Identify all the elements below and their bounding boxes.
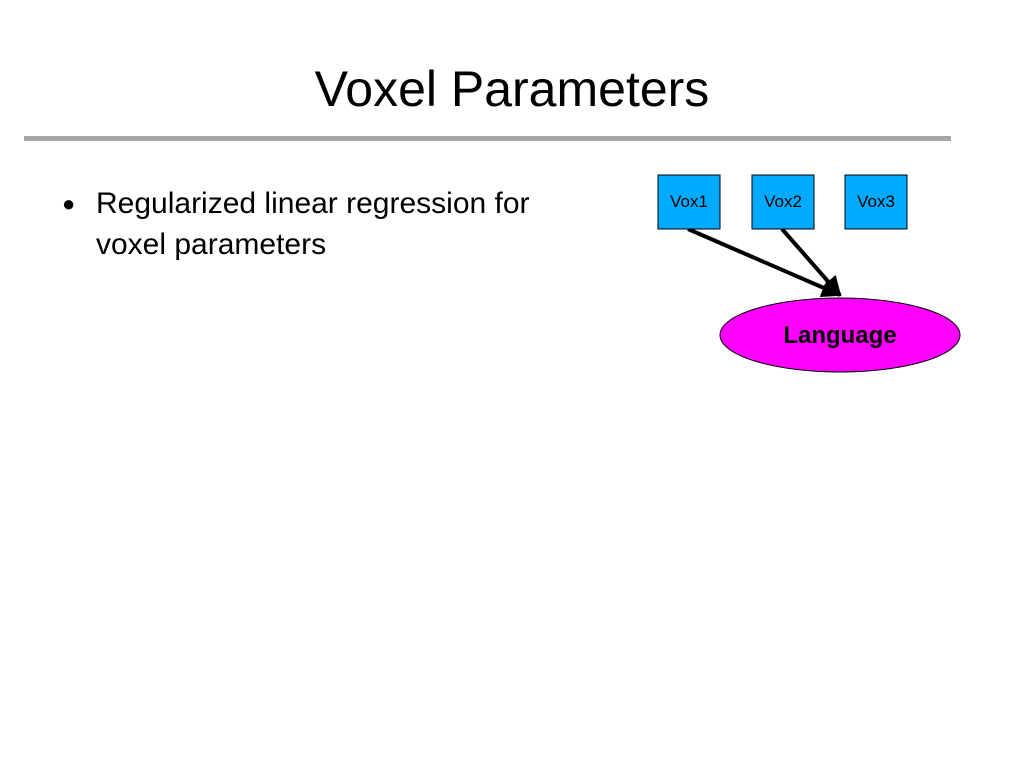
node-vox3-label: Vox3 <box>857 192 895 211</box>
node-language <box>719 297 961 373</box>
node-vox3 <box>844 174 908 230</box>
bullet-item: ● Regularized linear regression for voxe… <box>62 183 582 265</box>
bullet-text: Regularized linear regression for voxel … <box>96 187 530 261</box>
voxel-diagram: Vox1 Vox2 Vox3 Language <box>657 174 961 373</box>
node-vox2-label: Vox2 <box>764 192 802 211</box>
edge-vox2-to-language <box>780 227 842 297</box>
node-vox1 <box>657 174 721 230</box>
node-language-label: Language <box>783 322 896 349</box>
title-divider <box>24 136 951 141</box>
edge-vox1-to-language <box>687 227 842 298</box>
bullet-dot-icon: ● <box>62 191 76 216</box>
node-vox1-label: Vox1 <box>670 192 708 211</box>
node-vox2 <box>751 174 815 230</box>
slide-title: Voxel Parameters <box>314 61 710 117</box>
bullet-list: ● Regularized linear regression for voxe… <box>62 183 582 265</box>
